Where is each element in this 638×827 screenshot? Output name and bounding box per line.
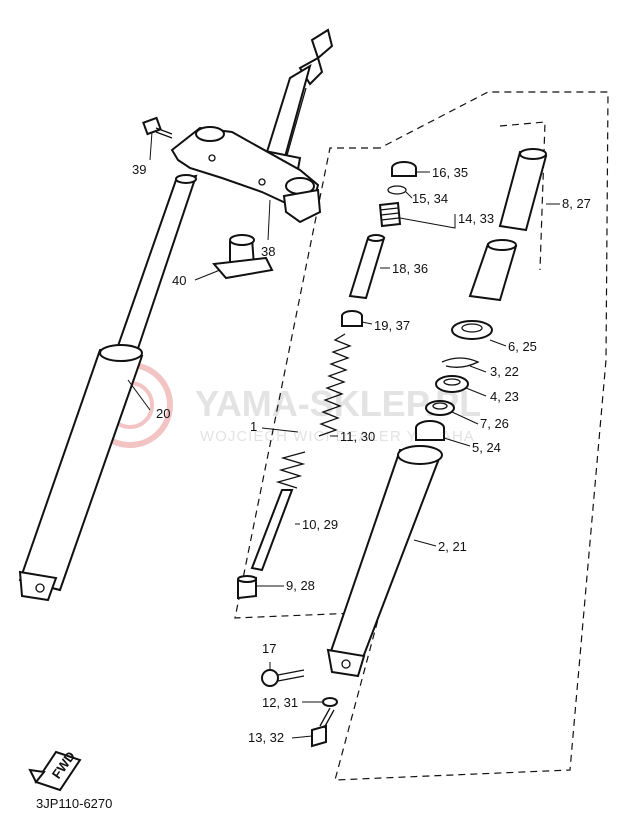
leader-lines <box>127 131 560 739</box>
callout-12-31: 12, 31 <box>262 695 298 710</box>
fwd-arrow-icon: FWD <box>28 749 82 792</box>
left-fork-leg <box>18 174 198 602</box>
callout-5-24: 5, 24 <box>472 440 501 455</box>
callout-3-22: 3, 22 <box>490 364 519 379</box>
callout-1: 1 <box>250 419 257 434</box>
callout-15-34: 15, 34 <box>412 191 448 206</box>
right-fork-leg <box>326 445 443 678</box>
callout-4-23: 4, 23 <box>490 389 519 404</box>
o-ring-15 <box>387 185 407 195</box>
washer-7 <box>425 400 455 416</box>
callout-20: 20 <box>156 406 170 421</box>
diagram-code: 3JP110-6270 <box>36 796 112 811</box>
bushing-5 <box>415 420 445 441</box>
callout-13-32: 13, 32 <box>248 730 284 745</box>
drain-bolt-17 <box>261 669 305 687</box>
piece-9 <box>237 575 257 600</box>
steering-stem <box>256 28 334 182</box>
callout-14-33: 14, 33 <box>458 211 494 226</box>
under-bracket <box>170 126 322 224</box>
cap-16 <box>391 161 417 177</box>
callout-39: 39 <box>132 162 146 177</box>
callout-8-27: 8, 27 <box>562 196 591 211</box>
inner-group-boundary <box>499 121 546 271</box>
callout-labels: 39 40 38 20 16, 35 15, 34 14, 33 8, 27 1… <box>132 162 591 745</box>
callout-19-37: 19, 37 <box>374 318 410 333</box>
callout-9-28: 9, 28 <box>286 578 315 593</box>
callout-6-25: 6, 25 <box>508 339 537 354</box>
spacer-18 <box>348 234 386 300</box>
callout-11-30: 11, 30 <box>340 429 375 444</box>
outer-tube-8 <box>498 148 548 232</box>
spring-11 <box>318 333 352 437</box>
callout-10-29: 10, 29 <box>302 517 338 532</box>
cover-40 <box>212 234 274 280</box>
washer-12 <box>322 697 338 707</box>
inner-tube-upper <box>468 239 518 302</box>
assembly-boundary <box>234 91 609 781</box>
callout-17: 17 <box>262 641 276 656</box>
seat-19 <box>341 310 363 327</box>
callout-16-35: 16, 35 <box>432 165 468 180</box>
callout-2-21: 2, 21 <box>438 539 467 554</box>
callout-38: 38 <box>261 244 275 259</box>
bolt-39 <box>142 116 173 139</box>
adjuster-14 <box>378 201 402 228</box>
callout-40: 40 <box>172 273 186 288</box>
oil-seal-4 <box>435 375 469 393</box>
callout-7-26: 7, 26 <box>480 416 509 431</box>
bolt-13 <box>311 707 335 748</box>
damper-rod-10 <box>250 451 306 572</box>
clip-3 <box>441 357 480 368</box>
dust-seal-6 <box>451 320 493 340</box>
callout-18-36: 18, 36 <box>392 261 428 276</box>
